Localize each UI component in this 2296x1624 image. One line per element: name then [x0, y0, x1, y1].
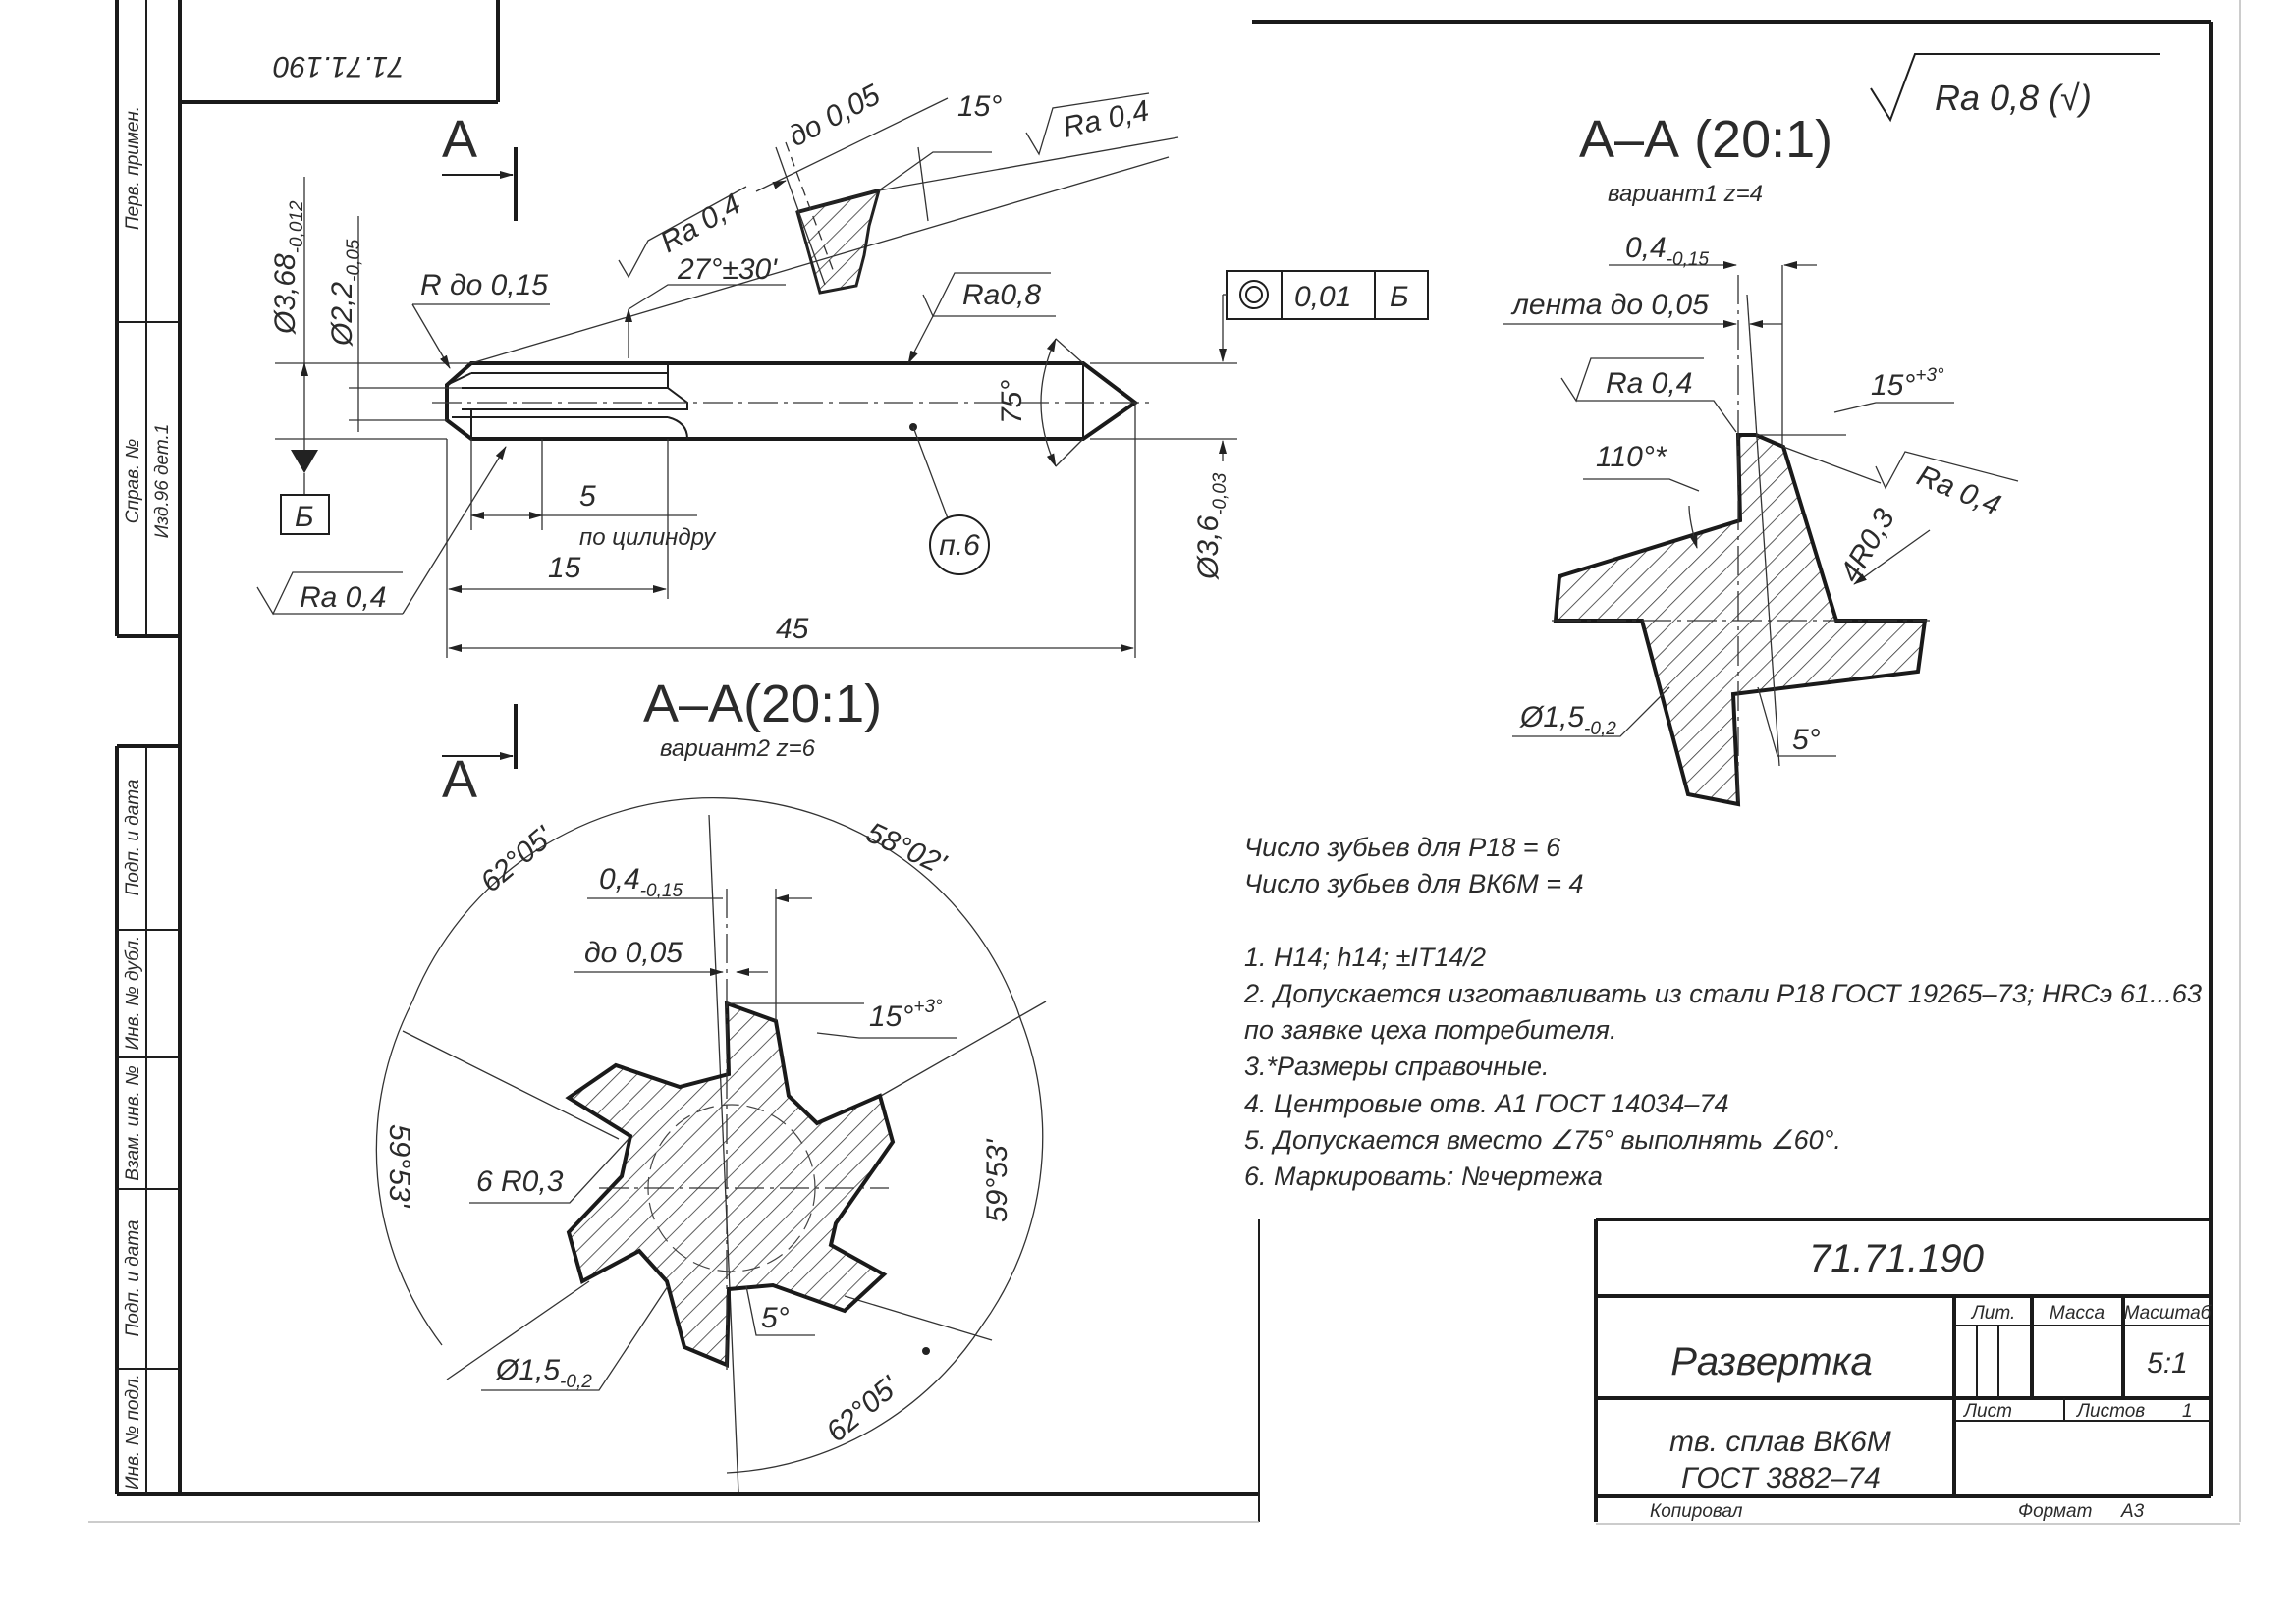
- z4-angle-110: 110°*: [1596, 441, 1667, 473]
- mass-label: Масса: [2050, 1303, 2105, 1324]
- section-z4-title: А–А (20:1): [1579, 110, 1832, 169]
- z4-ra04-left: Ra 0,4: [1606, 367, 1692, 400]
- section-z4: А–А (20:1) вариант1 z=4 0,4-0,15 лента д…: [1503, 110, 2019, 807]
- datum-label: Б: [295, 501, 314, 533]
- stamp-primary-use: Перв. примен.: [123, 106, 143, 230]
- sheets-label: Листов: [2075, 1401, 2145, 1422]
- note-ref-balloon: [929, 514, 990, 575]
- z6-land-width: 0,4-0,15: [599, 863, 683, 901]
- angle-75: 75°: [996, 380, 1028, 424]
- section-mark-bottom: А: [442, 750, 477, 809]
- copied-label: Копировал: [1650, 1501, 1743, 1522]
- z4-radius: 4R0,3: [1833, 503, 1901, 587]
- note-item: 3.*Размеры справочные.: [1244, 1052, 1550, 1081]
- dia-368: Ø3,68-0,012: [269, 200, 307, 335]
- ra08-label: Ra0,8: [962, 279, 1041, 311]
- z4-dia-15: Ø1,5-0,2: [1519, 701, 1616, 739]
- material-line1: тв. сплав ВК6М: [1669, 1426, 1891, 1458]
- section-z6-subtitle: вариант2 z=6: [660, 735, 816, 762]
- note-item: 6. Маркировать: №чертежа: [1244, 1162, 1603, 1191]
- lit-label: Лит.: [1970, 1303, 2016, 1324]
- format-value: А3: [2120, 1501, 2145, 1522]
- format-label: Формат: [2018, 1501, 2092, 1522]
- tolerance-value: 0,01: [1294, 281, 1351, 313]
- angle-tl: 62°05': [474, 820, 560, 898]
- general-roughness-label: Ra 0,8 (√): [1935, 78, 2092, 118]
- angle-27: 27°±30': [677, 253, 778, 286]
- dim-5: 5: [579, 480, 596, 513]
- upto-005: до 0,05: [784, 79, 886, 153]
- dia-36: Ø3,6-0,03: [1192, 472, 1230, 580]
- sheets-value: 1: [2182, 1401, 2193, 1422]
- z4-angle-15: 15°+3°: [1871, 365, 1944, 402]
- angle-tr: 58°02': [861, 816, 952, 881]
- section-mark-top: А: [442, 110, 477, 169]
- z4-angle-5: 5°: [1792, 724, 1821, 756]
- angle-b: 62°05': [820, 1370, 905, 1448]
- ra04-upper: Ra 0,4: [655, 188, 746, 259]
- note-item: 4. Центровые отв. А1 ГОСТ 14034–74: [1244, 1089, 1728, 1118]
- angle-r: 59°53': [981, 1138, 1013, 1222]
- section-z4-subtitle: вариант1 z=4: [1608, 181, 1763, 207]
- dia-22: Ø2,2-0,05: [326, 239, 364, 347]
- datum-triangle-icon: [291, 450, 318, 473]
- ra04-top: Ra 0,4: [1061, 94, 1152, 144]
- corner-code-box: 71.71.190: [180, 0, 500, 104]
- corner-code: 71.71.190: [273, 50, 405, 82]
- z6-upto-005: до 0,05: [584, 937, 683, 969]
- technical-notes: Число зубьев для Р18 = 6 Число зубьев дл…: [1243, 833, 2202, 1191]
- dim-45: 45: [776, 613, 809, 645]
- material-line2: ГОСТ 3882–74: [1681, 1462, 1881, 1494]
- part-name: Развертка: [1670, 1340, 1873, 1383]
- general-roughness: Ra 0,8 (√): [1870, 53, 2160, 123]
- z4-band: лента до 0,05: [1510, 289, 1709, 321]
- ra04-lower: Ra 0,4: [300, 581, 386, 614]
- scale-label: Масштаб: [2124, 1303, 2213, 1324]
- z6-angle-15: 15°+3°: [869, 997, 943, 1033]
- stamp-dup-inv-no: Инв. № дубл.: [123, 936, 143, 1051]
- z6-radius: 6 R0,3: [476, 1165, 564, 1198]
- note-teeth-vk6m: Число зубьев для ВК6М = 4: [1244, 869, 1583, 898]
- note-item: 5. Допускается вместо ∠75° выполнять ∠60…: [1244, 1125, 1841, 1155]
- note-ref: п.6: [939, 529, 980, 562]
- z4-land-width: 0,4-0,15: [1625, 232, 1709, 270]
- geometric-tolerance-frame: 0,01 Б: [1219, 270, 1429, 362]
- note-item: 2. Допускается изготавливать из стали Р1…: [1243, 979, 2202, 1008]
- stamp-sign-date-1: Подп. и дата: [123, 780, 143, 896]
- note-item: 1. H14; h14; ±IT14/2: [1244, 943, 1486, 972]
- concentricity-icon: [1239, 280, 1269, 309]
- angle-l: 59°53': [383, 1124, 415, 1209]
- dim-15: 15: [548, 552, 581, 584]
- by-cylinder: по цилиндру: [579, 524, 717, 551]
- side-stamp: Перв. примен. Справ. № Изд.96 дет.1 Подп…: [115, 0, 180, 1494]
- note-item: по заявке цеха потребителя.: [1244, 1015, 1616, 1045]
- main-view: А А Б Ø3,68-0,012 Ø2,2-0,05 R до: [256, 79, 1429, 809]
- drawing-number: 71.71.190: [1809, 1237, 1984, 1280]
- section-z6-title: А–А(20:1): [643, 675, 882, 733]
- z6-angle-5: 5°: [761, 1302, 790, 1334]
- sheet-label: Лист: [1962, 1401, 2012, 1422]
- angle-15: 15°: [957, 90, 1002, 123]
- tolerance-datum: Б: [1390, 281, 1409, 313]
- stamp-sign-date-2: Подп. и дата: [123, 1220, 143, 1337]
- z4-ra04-right: Ra 0,4: [1912, 460, 2004, 522]
- stamp-orig-inv-no: Инв. № подл.: [123, 1374, 143, 1489]
- z4-cross-section: [1553, 433, 1928, 807]
- stamp-reference-value: Изд.96 дет.1: [152, 424, 173, 539]
- radius-label: R до 0,15: [420, 269, 548, 301]
- stamp-replace-inv-no: Взам. инв. №: [123, 1065, 143, 1181]
- note-teeth-p18: Число зубьев для Р18 = 6: [1244, 833, 1561, 862]
- title-block: 71.71.190 Развертка Лит. Масса Масштаб 5…: [1594, 1218, 2213, 1522]
- stamp-reference-no: Справ. №: [123, 439, 143, 523]
- scale-value: 5:1: [2147, 1347, 2188, 1380]
- z6-dia-15: Ø1,5-0,2: [495, 1354, 592, 1392]
